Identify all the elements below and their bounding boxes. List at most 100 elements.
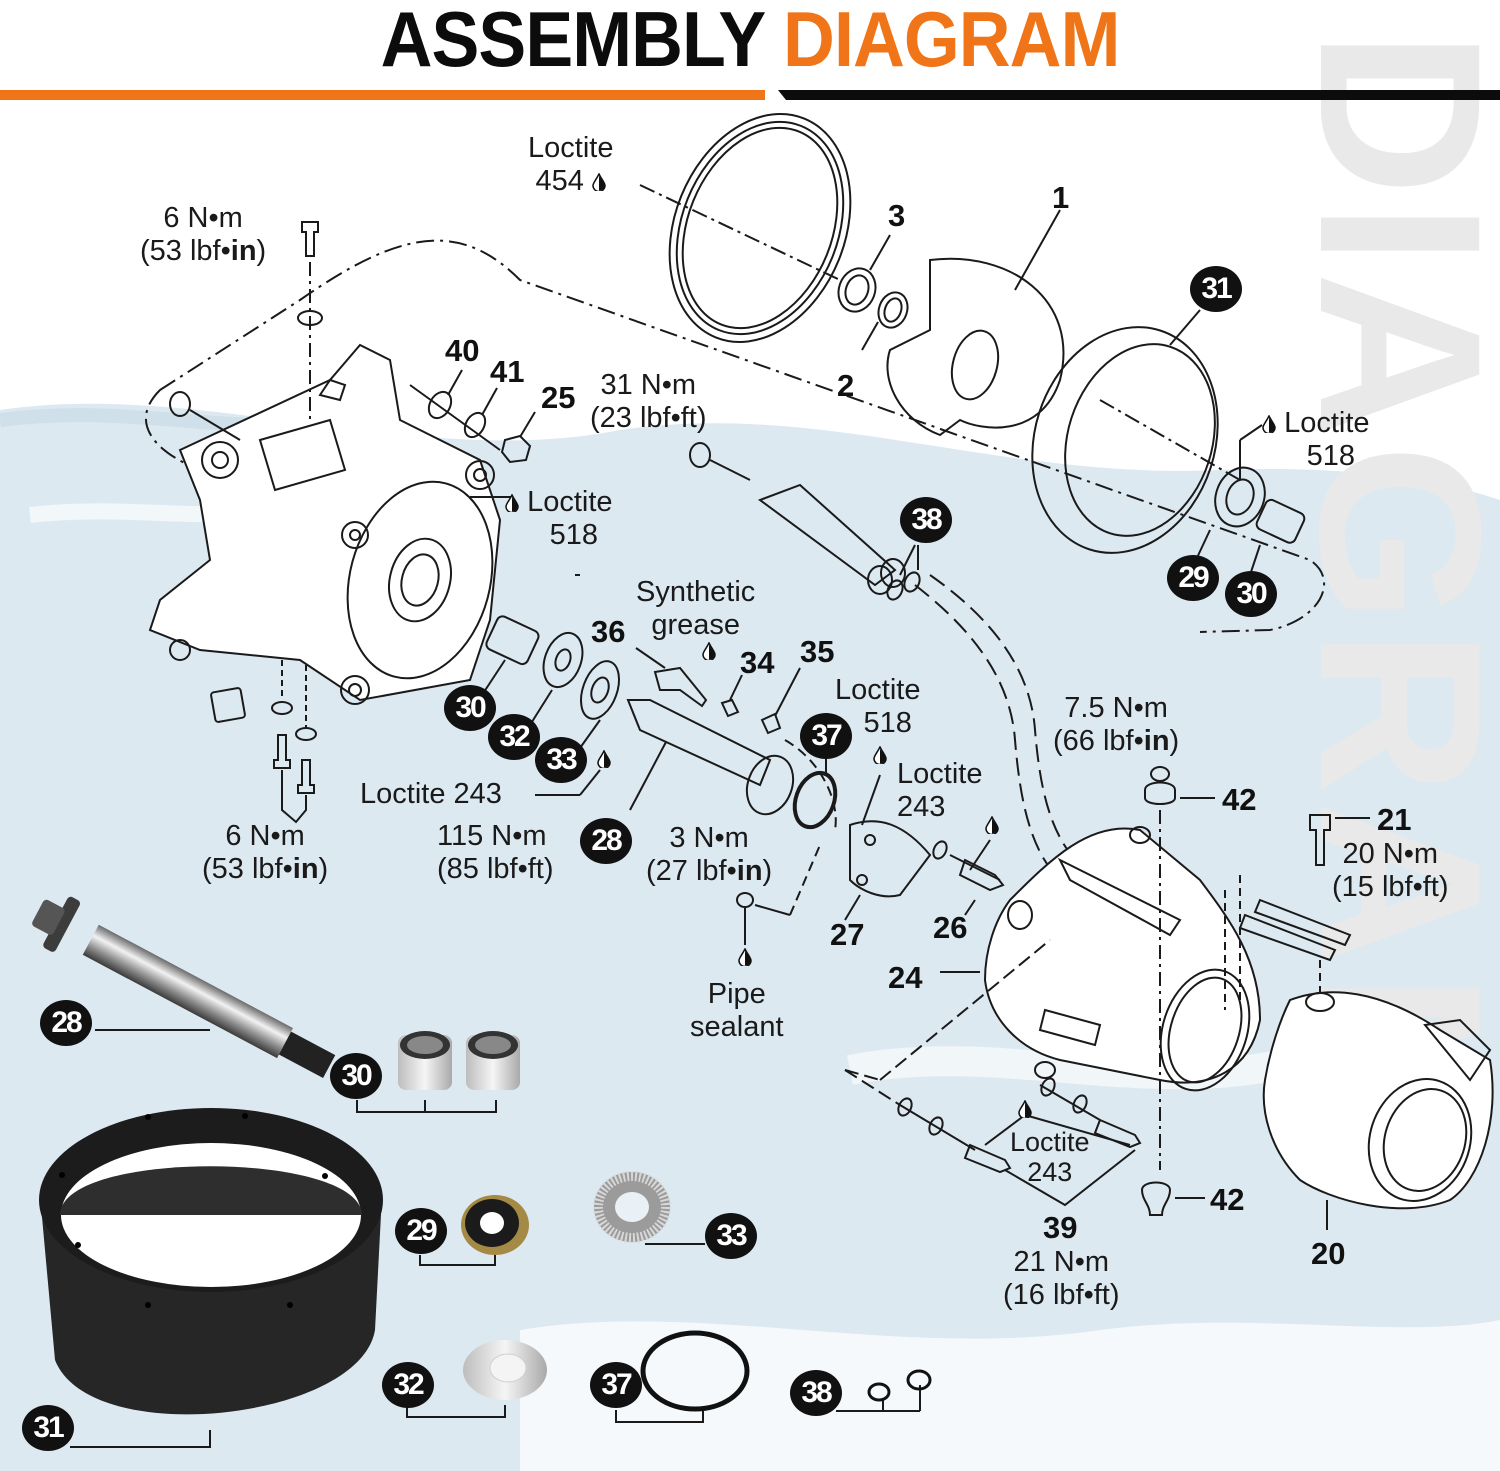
badge-38-diagram: 38 <box>900 497 952 543</box>
bushing-3 <box>837 267 877 313</box>
pin-36 <box>653 666 708 708</box>
photo-shaft-28 <box>32 896 336 1079</box>
o-ring-37-line <box>792 770 838 830</box>
bottom-bolt-left <box>273 734 291 769</box>
badge-31-photo: 31 <box>22 1405 74 1451</box>
label-loctite-243-shaft: Loctite 243 <box>360 778 502 810</box>
photo-washer-32 <box>463 1340 547 1400</box>
photo-o-ring-38-b <box>906 1369 932 1391</box>
page-title: ASSEMBLY DIAGRAM <box>60 0 1440 85</box>
label-loctite-518-housing: Loctite 518 <box>505 486 613 552</box>
label-torque-bottom-bolts: 6 N•m (53 lbf•in) <box>202 820 329 885</box>
clip-35 <box>760 712 782 735</box>
badge-38-photo: 38 <box>790 1370 842 1416</box>
badge-29-diagram: 29 <box>1167 555 1219 601</box>
photo-o-ring-37 <box>640 1330 750 1412</box>
title-rule-orange <box>0 90 765 100</box>
badge-33-photo: 33 <box>705 1213 757 1259</box>
grommet-42-top <box>1144 781 1176 805</box>
bolt-21 <box>1309 814 1331 866</box>
bearing-30-mid-line <box>485 615 540 666</box>
part-number-42-bottom: 42 <box>1210 1182 1245 1217</box>
part-number-3: 3 <box>888 198 906 233</box>
label-torque-bolt-39: 21 N•m (16 lbf•ft) <box>1003 1246 1120 1311</box>
part-number-2: 2 <box>837 368 855 403</box>
drop-icon <box>738 948 752 966</box>
drop-icon <box>985 816 999 834</box>
drop-icon <box>1262 415 1276 434</box>
bolt-26 <box>958 858 1005 892</box>
o-ring-38-a <box>886 579 904 601</box>
part-number-26: 26 <box>933 910 968 945</box>
bearing-30-top-line <box>1255 498 1306 544</box>
label-loctite-518-cover: Loctite 518 <box>835 674 920 764</box>
drop-icon <box>1018 1100 1032 1118</box>
seal-29-line <box>1214 466 1266 528</box>
part-number-25: 25 <box>541 380 576 415</box>
nozzle-20 <box>1262 991 1494 1210</box>
shaft-28-line <box>626 699 772 787</box>
cover-27 <box>849 820 932 898</box>
badge-32-diagram: 32 <box>488 714 540 760</box>
part-number-39: 39 <box>1043 1210 1078 1245</box>
part-number-40: 40 <box>445 333 480 368</box>
title-diagram: DIAGRAM <box>783 0 1120 83</box>
o-ring-38-b <box>903 571 921 593</box>
badge-37-photo: 37 <box>590 1362 642 1408</box>
photo-o-ring-38-a <box>867 1382 891 1402</box>
square-nut <box>210 687 246 723</box>
label-loctite-243-bottom: Loctite 243 <box>1010 1127 1090 1187</box>
label-torque-bolt-21: 20 N•m (15 lbf•ft) <box>1332 838 1449 903</box>
bushing-2 <box>877 291 909 329</box>
label-loctite-454: Loctite 454 <box>528 132 614 197</box>
label-torque-nut-25: 31 N•m (23 lbf•ft) <box>590 369 707 434</box>
badge-33-diagram: 33 <box>535 737 587 783</box>
grommet-42-bottom <box>1140 1181 1172 1216</box>
part-number-36: 36 <box>591 614 626 649</box>
photo-seal-29 <box>461 1195 529 1255</box>
top-bolt <box>301 221 319 257</box>
badge-31-diagram: 31 <box>1190 266 1242 312</box>
label-torque-shaft-28: 115 N•m (85 lbf•ft) <box>437 820 554 885</box>
thrust-bearing-33-line <box>580 660 620 720</box>
photo-bearing-30-b <box>466 1031 520 1090</box>
label-torque-plug: 3 N•m (27 lbf•in) <box>646 822 773 887</box>
drop-icon <box>592 173 606 192</box>
part-number-35: 35 <box>800 634 835 669</box>
shaft-guide <box>757 483 897 587</box>
badge-37-diagram: 37 <box>800 713 852 759</box>
washer-41 <box>463 411 487 439</box>
label-loctite-518-top-right: Loctite 518 <box>1262 407 1370 473</box>
drop-icon <box>505 494 519 513</box>
part-number-41: 41 <box>490 354 525 389</box>
photo-thrust-bearing-33 <box>593 1171 671 1243</box>
part-number-42-top: 42 <box>1222 782 1257 817</box>
part-number-27: 27 <box>830 917 865 952</box>
badge-32-photo: 32 <box>382 1362 434 1408</box>
screw-34 <box>720 698 740 718</box>
part-number-21: 21 <box>1377 802 1412 837</box>
wear-ring-seal-outline <box>668 113 852 343</box>
part-number-24: 24 <box>888 960 923 995</box>
title-assembly: ASSEMBLY <box>380 0 765 83</box>
title-rule-black <box>778 90 1500 100</box>
impeller-1 <box>886 257 1065 437</box>
drop-icon <box>597 750 611 768</box>
label-synthetic-grease: Synthetic grease <box>636 576 755 660</box>
bottom-bolt-right <box>297 759 315 794</box>
label-torque-top-bolt: 6 N•m (53 lbf•in) <box>140 202 267 267</box>
photo-wear-ring-31 <box>39 1108 383 1415</box>
part-number-1: 1 <box>1052 180 1070 215</box>
badge-30-photo: 30 <box>330 1053 382 1099</box>
bolt-39-right <box>1093 1118 1142 1149</box>
badge-28-photo: 28 <box>40 1000 92 1046</box>
badge-30-diagram-mid: 30 <box>444 685 496 731</box>
assembly-boundary-top <box>144 239 1326 633</box>
badge-30-diagram-top: 30 <box>1225 571 1277 617</box>
label-pipe-sealant: Pipe sealant <box>690 978 784 1043</box>
pipe-plug <box>736 892 754 908</box>
badge-29-photo: 29 <box>395 1208 447 1254</box>
washer-32-line <box>542 631 584 689</box>
